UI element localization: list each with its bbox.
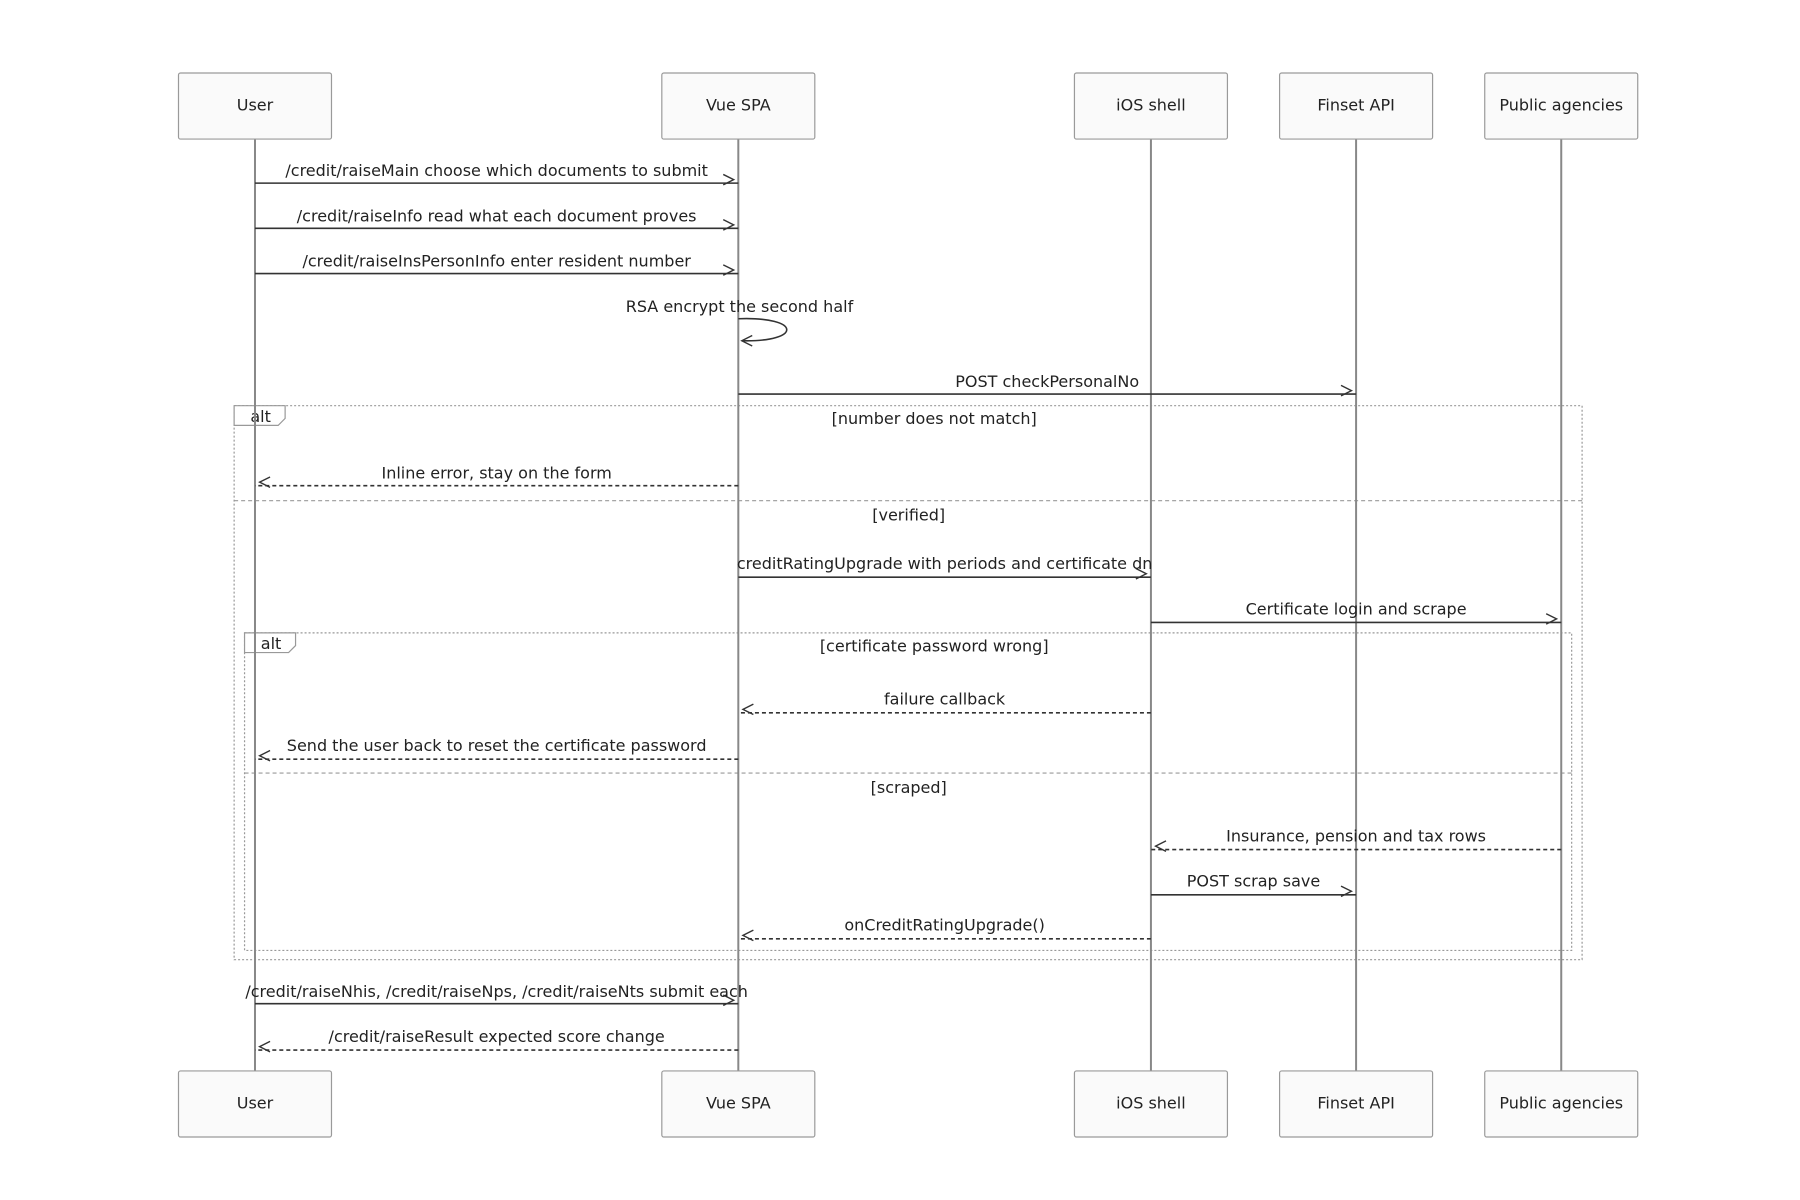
arrowhead [722, 219, 736, 231]
message-m14: /credit/raiseNhis, /credit/raiseNps, /cr… [245, 982, 748, 1007]
arrowhead [741, 929, 754, 942]
message-m4: RSA encrypt the second half [626, 297, 854, 347]
participant-label: iOS shell [1116, 96, 1186, 115]
fragment-frame [243, 632, 1573, 952]
participant-label: Public agencies [1499, 1093, 1623, 1112]
message-m1: /credit/raiseMain choose which documents… [254, 161, 739, 186]
participant-box [661, 72, 816, 140]
message-m6: Inline error, stay on the form [254, 464, 739, 489]
participant-label: Finset API [1317, 96, 1394, 115]
message-m11: Insurance, pension and tax rows [1150, 826, 1562, 852]
fragment-operator-label: alt [261, 634, 282, 653]
alt-fragment-outer: alt [number does not match] [verified] [233, 405, 1583, 961]
participant-box [1278, 1070, 1434, 1138]
arrowhead [1545, 613, 1559, 625]
fragment-tab [243, 632, 297, 654]
participant-label: Vue SPA [706, 96, 771, 115]
participant-finset-bottom: Finset API [1278, 1070, 1434, 1138]
message-m3: /credit/raiseInsPersonInfo enter residen… [254, 252, 739, 276]
participant-user-bottom: User [177, 1070, 333, 1138]
message-label: /credit/raiseResult expected score chang… [329, 1027, 665, 1046]
fragment-tab [233, 405, 286, 426]
participant-agencies-top: Public agencies [1484, 72, 1639, 140]
participant-label: User [237, 96, 274, 115]
participant-user-top: User [177, 72, 333, 140]
participant-box [177, 1070, 333, 1138]
fragment-condition: [number does not match] [832, 409, 1037, 428]
arrowhead [1154, 840, 1167, 852]
participant-ios-top: iOS shell [1073, 72, 1229, 140]
message-label: creditRatingUpgrade with periods and cer… [737, 554, 1153, 573]
fragment-condition: [certificate password wrong] [820, 636, 1049, 655]
alt-fragment-inner: alt [certificate password wrong] [scraped] [243, 632, 1573, 952]
message-label: Insurance, pension and tax rows [1226, 826, 1486, 845]
message-label: onCreditRatingUpgrade() [844, 916, 1045, 935]
message-m15: /credit/raiseResult expected score chang… [254, 1027, 739, 1053]
message-m12: POST scrap save [1150, 872, 1357, 898]
message-label: Certificate login and scrape [1246, 599, 1467, 618]
message-m10: Send the user back to reset the certific… [254, 736, 739, 762]
arrowhead [740, 334, 753, 347]
participant-label: User [237, 1093, 274, 1112]
message-m8: Certificate login and scrape [1150, 599, 1562, 625]
messages-layer: /credit/raiseMain choose which documents… [245, 161, 1562, 1053]
message-m7: creditRatingUpgrade with periods and cer… [737, 554, 1153, 580]
lifelines-layer [253, 139, 1563, 1071]
participant-vue-bottom: Vue SPA [661, 1070, 816, 1138]
arrowhead [722, 173, 736, 186]
participant-box [1484, 1070, 1639, 1138]
participant-ios-bottom: iOS shell [1073, 1070, 1229, 1138]
message-m2: /credit/raiseInfo read what each documen… [254, 206, 739, 231]
message-m13: onCreditRatingUpgrade() [738, 916, 1151, 942]
fragments-layer: alt [number does not match] [verified] alt [… [233, 405, 1583, 961]
message-label: RSA encrypt the second half [626, 297, 854, 316]
self-message-loop [738, 317, 788, 342]
fragment-frame [233, 405, 1583, 961]
arrowhead [741, 703, 754, 716]
participant-label: Public agencies [1499, 96, 1623, 115]
fragment-condition: [verified] [872, 505, 945, 524]
message-label: POST scrap save [1187, 872, 1320, 891]
fragment-operator-label: alt [250, 407, 271, 426]
participant-box [661, 1070, 816, 1138]
arrowhead [1340, 885, 1354, 898]
participant-finset-top: Finset API [1278, 72, 1434, 140]
participant-label: iOS shell [1116, 1093, 1186, 1112]
arrowhead [1340, 384, 1354, 397]
message-label: /credit/raiseInfo read what each documen… [297, 206, 697, 225]
message-label: Send the user back to reset the certific… [287, 736, 707, 755]
message-label: /credit/raiseInsPersonInfo enter residen… [302, 252, 691, 271]
message-label: Inline error, stay on the form [381, 464, 611, 483]
message-label: failure callback [884, 690, 1006, 709]
fragment-condition: [scraped] [871, 778, 947, 797]
message-label: /credit/raiseNhis, /credit/raiseNps, /cr… [245, 982, 748, 1001]
participant-box [1278, 72, 1434, 140]
participant-box [177, 72, 333, 140]
message-label: /credit/raiseMain choose which documents… [285, 161, 708, 180]
arrowhead [258, 1040, 271, 1053]
arrowhead [722, 994, 736, 1007]
message-m9: failure callback [738, 690, 1151, 716]
message-m5: POST checkPersonalNo [738, 372, 1357, 397]
participant-label: Vue SPA [706, 1093, 771, 1112]
participant-vue-top: Vue SPA [661, 72, 816, 140]
participant-box [1484, 72, 1639, 140]
arrowhead [258, 749, 271, 762]
participant-box [1073, 72, 1229, 140]
arrowhead [722, 264, 736, 276]
arrowhead [1135, 567, 1148, 580]
arrowhead [258, 476, 271, 489]
participant-label: Finset API [1317, 1093, 1394, 1112]
participant-box [1073, 1070, 1229, 1138]
participant-agencies-bottom: Public agencies [1484, 1070, 1639, 1138]
message-label: POST checkPersonalNo [955, 372, 1139, 391]
